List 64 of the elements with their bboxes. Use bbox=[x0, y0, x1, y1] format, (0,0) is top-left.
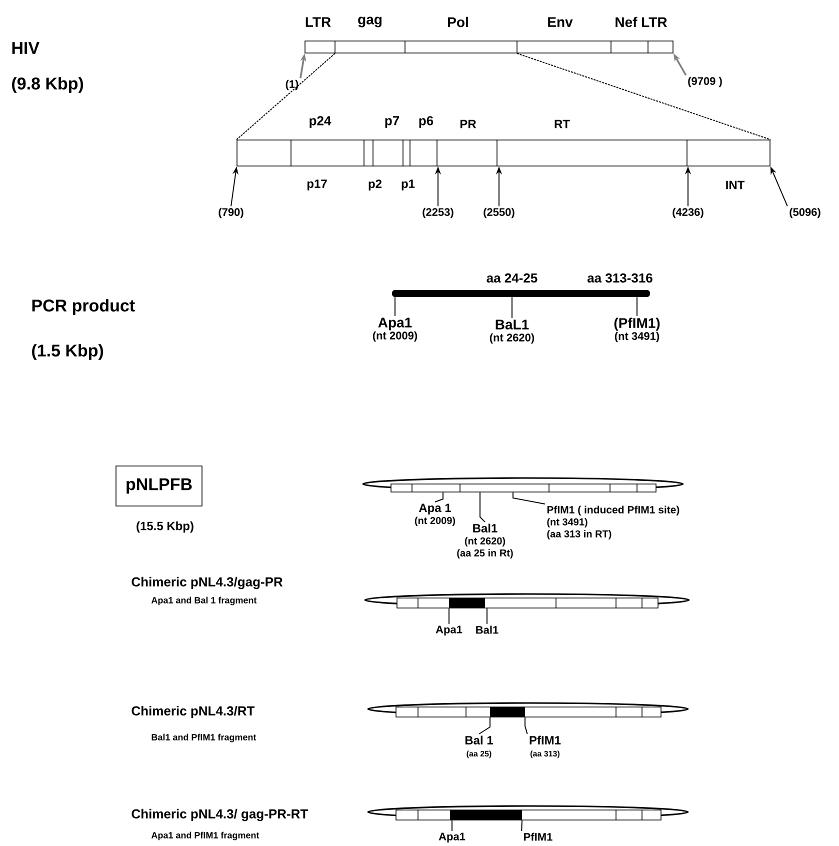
site-label: Apa1 bbox=[438, 832, 466, 843]
site-label: (PfIM1) (nt 3491) bbox=[614, 318, 660, 342]
fragment-label: Bal1 and PfIM1 fragment bbox=[152, 734, 256, 742]
construct-title: Chimeric pNL4.3/gag-PR bbox=[132, 576, 283, 590]
position-label: (2550) bbox=[484, 208, 514, 218]
plasmid-drawing bbox=[362, 477, 684, 492]
position-label: (4236) bbox=[672, 208, 704, 218]
fragment-label: Apa1 and Bal 1 fragment bbox=[151, 596, 257, 606]
gene-label: p17 bbox=[307, 180, 327, 190]
leader-line bbox=[636, 296, 638, 316]
position-label: (9709 ) bbox=[688, 76, 722, 88]
site-label: BaL1 (nt 2620) bbox=[490, 320, 534, 344]
leader-line bbox=[521, 820, 522, 832]
leader-line bbox=[512, 492, 546, 504]
plasmid-drawing bbox=[367, 702, 689, 718]
genome-bar bbox=[236, 140, 770, 166]
construct-title: Chimeric pNL4.3/RT bbox=[132, 706, 255, 718]
gene-label: p2 bbox=[368, 180, 382, 190]
size-label: (9.8 Kbp) bbox=[12, 77, 84, 93]
gene-label: LTR bbox=[306, 17, 331, 27]
pcr-product-bar bbox=[392, 290, 650, 297]
gene-label: PR bbox=[460, 120, 476, 128]
plasmid-drawing bbox=[367, 805, 689, 820]
gene-label: Nef LTR bbox=[616, 16, 668, 28]
leader-line bbox=[524, 716, 528, 734]
construct-title: PCR product bbox=[32, 299, 135, 315]
gene-label: p6 bbox=[419, 116, 434, 128]
site-label: Bal 1 (aa 25) bbox=[465, 736, 493, 758]
site-label: PfIM1 (aa 313) bbox=[530, 736, 561, 758]
position-label: (1) bbox=[286, 80, 298, 90]
site-label: Bal1 (nt 2620) (aa 25 in Rt) bbox=[457, 524, 513, 558]
site-label: PfIM1 bbox=[524, 832, 552, 841]
size-label: (1.5 Kbp) bbox=[32, 344, 104, 360]
leader-line bbox=[394, 296, 396, 316]
site-label: PfIM1 ( induced PfIM1 site) (nt 3491) (aa 313 in RT) bbox=[547, 506, 680, 540]
gene-label: RT bbox=[554, 120, 570, 128]
site-label: Apa 1 (nt 2009) bbox=[414, 504, 456, 526]
fragment-label: Apa1 and PfIM1 fragment bbox=[151, 832, 260, 840]
leader-line bbox=[486, 608, 488, 624]
gene-label: p7 bbox=[385, 116, 400, 128]
zoom-line bbox=[516, 52, 771, 140]
leader-line bbox=[480, 492, 486, 522]
gene-label: p1 bbox=[402, 180, 415, 190]
site-label: Bal1 bbox=[476, 626, 498, 634]
gene-label: Env bbox=[548, 17, 573, 27]
construct-title: Chimeric pNL4.3/ gag-PR-RT bbox=[132, 808, 308, 822]
gene-label: Pol bbox=[448, 16, 468, 28]
leader-line bbox=[478, 716, 490, 734]
construct-title: HIV bbox=[12, 42, 40, 54]
zoom-line bbox=[236, 52, 336, 140]
genome-bar bbox=[304, 40, 674, 54]
position-label: (790) bbox=[218, 208, 244, 218]
position-label: (5096) bbox=[790, 208, 820, 218]
position-label: (2253) bbox=[422, 208, 454, 218]
gene-label: gag bbox=[358, 16, 382, 28]
site-label: Apa1 (nt 2009) bbox=[372, 318, 418, 342]
leader-line bbox=[448, 608, 450, 624]
site-label: Apa1 bbox=[436, 626, 462, 636]
plasmid-drawing bbox=[364, 593, 690, 608]
size-label: (15.5 Kbp) bbox=[136, 521, 194, 533]
plasmid-name-box: pNLPFB bbox=[116, 466, 202, 506]
gene-label: INT bbox=[726, 180, 745, 190]
gene-label: p24 bbox=[310, 116, 332, 128]
leader-line bbox=[434, 492, 444, 502]
